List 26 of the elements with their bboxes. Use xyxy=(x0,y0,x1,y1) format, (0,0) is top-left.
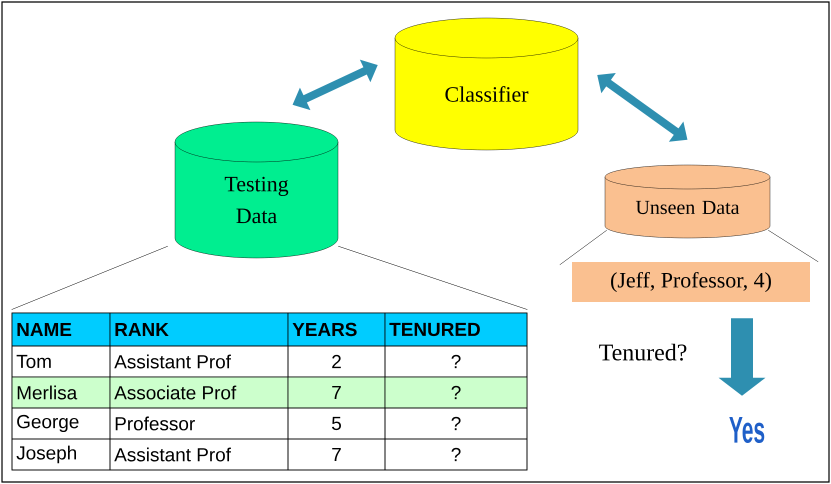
table-cell: ? xyxy=(384,438,528,470)
table-cell: Joseph xyxy=(12,438,110,470)
table-cell: TENURED xyxy=(384,312,528,346)
table-cell: Assistant Prof xyxy=(110,438,288,470)
table-cell: 7 xyxy=(288,438,386,470)
table-cell: Associate Prof xyxy=(110,376,288,408)
table-cell: NAME xyxy=(12,312,110,346)
zoom-line xyxy=(338,246,528,310)
edge-label: Tenured? xyxy=(599,344,686,361)
answer-text: Yes xyxy=(729,416,764,443)
table-cell: Merlisa xyxy=(12,376,110,408)
database-cylinder: Classifier xyxy=(394,18,578,150)
table-cell: YEARS xyxy=(288,312,386,346)
table-cell: 5 xyxy=(288,408,386,440)
table-cell: Professor xyxy=(110,408,288,440)
table-cell: George xyxy=(12,408,110,440)
zoom-line xyxy=(768,230,818,262)
table-cell: ? xyxy=(384,376,528,408)
table-cell: 7 xyxy=(288,376,386,408)
zoom-line xyxy=(11,246,168,310)
table-cell: ? xyxy=(384,408,528,440)
zoom-line xyxy=(560,230,608,266)
database-cylinder: Testing Data xyxy=(174,122,338,258)
tuple-box: (Jeff, Professor, 4) xyxy=(572,262,810,302)
database-cylinder: Unseen Data xyxy=(604,164,770,238)
table-cell: RANK xyxy=(110,312,288,346)
